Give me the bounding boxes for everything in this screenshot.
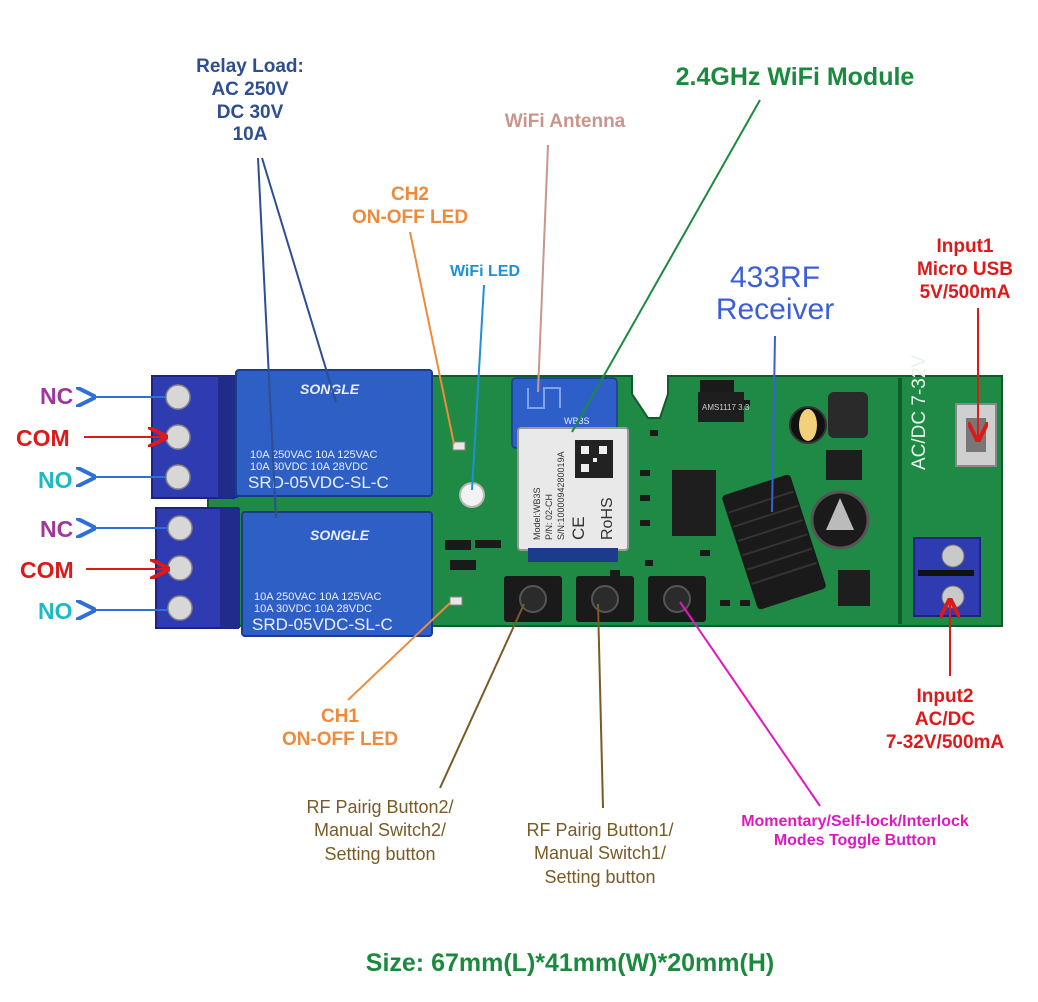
- rf-pairing-1-line-1: RF Pairig Button1/: [526, 820, 674, 840]
- dc-section-divider: [898, 378, 902, 624]
- wifi-module-label: 2.4GHz WiFi Module: [675, 63, 915, 91]
- ch1-led: [449, 596, 463, 606]
- relay-load-dc: DC 30V: [216, 101, 284, 123]
- input2-title: Input2: [916, 686, 974, 707]
- ic-chip-1: [672, 470, 716, 536]
- relay-1: [235, 369, 433, 497]
- leader-rf: [771, 335, 776, 513]
- relay-2-rating-2: 10A 30VDC 10A 28VDC: [254, 603, 372, 615]
- antenna-trace: [527, 387, 561, 409]
- regulator-text: AMS1117 3.3: [702, 403, 750, 412]
- modes-toggle-line-1: Momentary/Self-lock/Interlock: [741, 813, 969, 830]
- input2-rating: 7-32V/500mA: [885, 731, 1005, 753]
- terminal-no-1: NO: [38, 467, 73, 493]
- mode-button: [648, 576, 706, 622]
- ch2-led-subtitle: ON-OFF LED: [351, 206, 469, 228]
- terminal-com-1: COM: [16, 425, 70, 451]
- relay-1-rating-2: 10A 30VDC 10A 28VDC: [250, 461, 368, 473]
- leader-ch2-led: [409, 231, 455, 445]
- rf-pairing-2-line-1: RF Pairig Button2/: [306, 797, 454, 817]
- leader-button-1: [597, 603, 604, 809]
- module-sn-text: S/N:1000094280019A: [556, 451, 566, 540]
- ch2-led: [452, 441, 466, 451]
- relay-1-brand: SONGLE: [300, 381, 360, 397]
- input1-label: Input1 Micro USB 5V/500mA: [895, 236, 1035, 304]
- module-rohs-text: RoHS: [599, 497, 616, 540]
- input1-rating: 5V/500mA: [919, 281, 1011, 303]
- ch2-led-label: CH2 ON-OFF LED: [335, 184, 485, 230]
- module-model-text: Model:WB3S: [532, 487, 542, 540]
- leader-wifi-led: [471, 284, 485, 491]
- terminal-nc-2: NC: [40, 516, 74, 542]
- ic-chip-2: [826, 450, 862, 480]
- inductor: [828, 392, 868, 438]
- leader-button-2: [439, 603, 525, 789]
- ch1-led-subtitle: ON-OFF LED: [281, 728, 399, 750]
- module-ce-text: CE: [569, 516, 588, 540]
- leader-antenna: [537, 144, 549, 393]
- button-1: [576, 576, 634, 622]
- module-tag-text: WB3S: [564, 416, 590, 426]
- wifi-module-lower: [528, 548, 618, 562]
- relay-1-model: SRD-05VDC-SL-C: [248, 473, 389, 492]
- relay-1-rating-1: 10A 250VAC 10A 125VAC: [250, 449, 377, 461]
- leader-ch1-led: [347, 602, 451, 701]
- modes-toggle-label: Momentary/Self-lock/Interlock Modes Togg…: [700, 812, 1010, 850]
- input2-label: Input2 AC/DC 7-32V/500mA: [860, 686, 1030, 754]
- terminal-no-2: NO: [38, 598, 73, 624]
- relay-2-model: SRD-05VDC-SL-C: [252, 615, 393, 634]
- terminal-nc-1: NC: [40, 383, 74, 409]
- rf-pairing-2-line-3: Setting button: [324, 843, 436, 864]
- relay-load-title: Relay Load:: [196, 56, 304, 77]
- relay-2: [241, 511, 433, 637]
- relay-load-label: Relay Load: AC 250V DC 30V 10A: [170, 56, 330, 147]
- rf-receiver-module: [722, 474, 826, 610]
- dc-silkscreen: AC/DC 7-32V: [909, 355, 930, 470]
- voltage-regulator: [698, 392, 744, 422]
- input2-type: AC/DC: [914, 708, 976, 730]
- relay-load-ac: AC 250V: [211, 78, 289, 100]
- ic-chip-3: [838, 570, 870, 606]
- leader-mode-button: [679, 601, 821, 807]
- input1-title: Input1: [936, 236, 994, 257]
- ch1-led-label: CH1 ON-OFF LED: [265, 706, 415, 752]
- modes-toggle-line-2: Modes Toggle Button: [773, 832, 937, 850]
- input1-type: Micro USB: [916, 258, 1014, 280]
- wifi-led-label: WiFi LED: [449, 263, 521, 280]
- rf-pairing-1-line-3: Setting button: [544, 866, 656, 887]
- ch2-led-title: CH2: [390, 184, 429, 205]
- rf-pairing-1-line-2: Manual Switch1/: [533, 843, 667, 864]
- button-2: [504, 576, 562, 622]
- ch1-led-title: CH1: [320, 706, 359, 727]
- rf-receiver-subtitle: Receiver: [715, 293, 835, 327]
- rf-receiver-title: 433RF: [729, 261, 821, 294]
- leader-relay-load-1: [257, 157, 277, 519]
- wifi-antenna-label: WiFi Antenna: [504, 111, 626, 132]
- relay-2-rating-1: 10A 250VAC 10A 125VAC: [254, 591, 381, 603]
- rf-receiver-label: 433RF Receiver: [690, 261, 860, 327]
- rf-pairing-2-line-2: Manual Switch2/: [313, 820, 447, 841]
- leader-wifi-module: [571, 99, 761, 433]
- leader-relay-load-2: [261, 157, 337, 403]
- size-label: Size: 67mm(L)*41mm(W)*20mm(H): [365, 949, 775, 977]
- terminal-com-2: COM: [20, 557, 74, 583]
- module-pn-text: P/N: 02-CH: [544, 494, 554, 540]
- rf-pairing-1-label: RF Pairig Button1/ Manual Switch1/ Setti…: [495, 819, 705, 889]
- rf-pairing-2-label: RF Pairig Button2/ Manual Switch2/ Setti…: [270, 796, 490, 866]
- relay-2-brand: SONGLE: [310, 527, 370, 543]
- relay-load-amp: 10A: [232, 124, 268, 146]
